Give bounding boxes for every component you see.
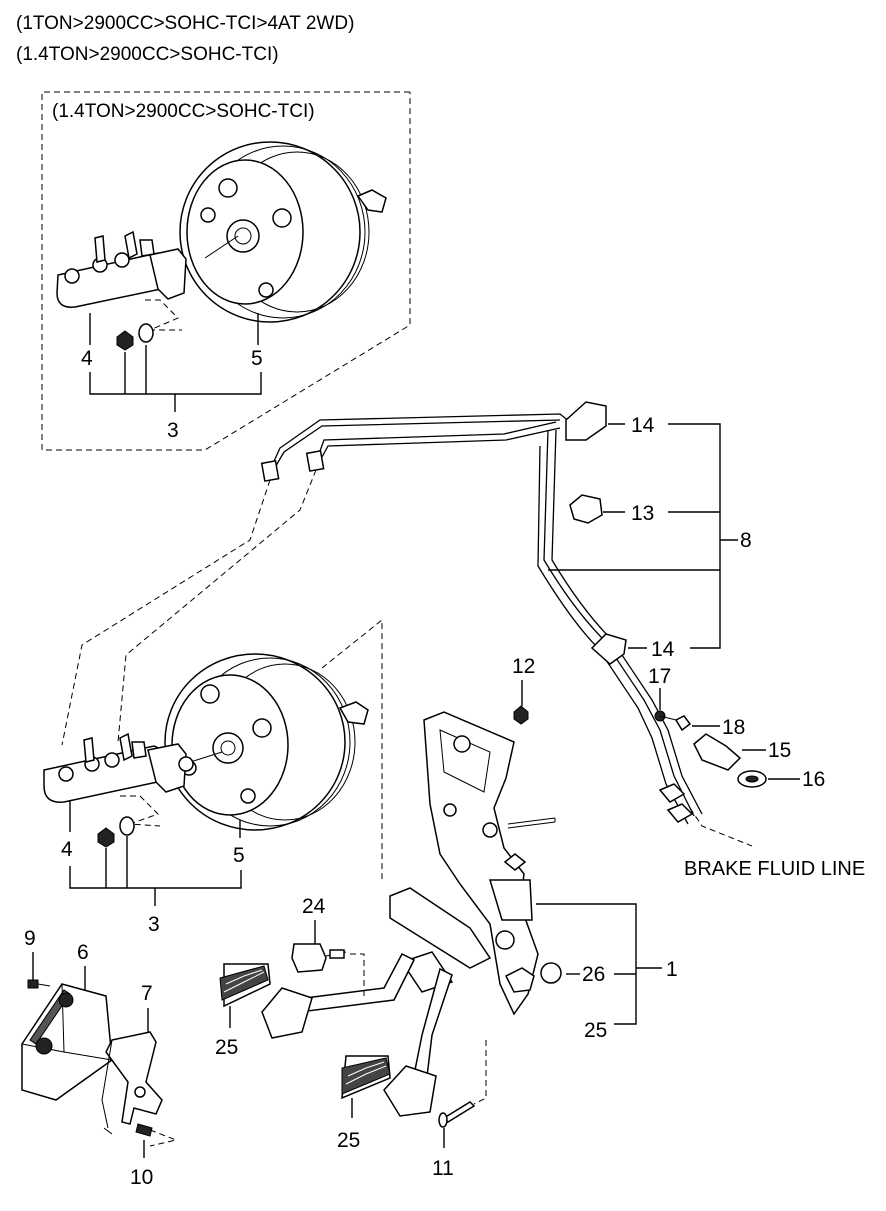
label-14-lower: 14 bbox=[651, 638, 675, 661]
label-26: 26 bbox=[582, 963, 605, 986]
pedal-assembly-group: 12 24 bbox=[215, 655, 678, 1180]
label-17: 17 bbox=[648, 665, 671, 688]
main-label-5: 5 bbox=[233, 844, 245, 867]
label-14-upper: 14 bbox=[631, 414, 655, 437]
label-7: 7 bbox=[141, 982, 153, 1005]
label-16: 16 bbox=[802, 768, 825, 791]
inset-nut bbox=[116, 330, 134, 351]
inset-master-cylinder bbox=[56, 230, 187, 331]
clutch-pedal-pad bbox=[261, 987, 313, 1039]
accelerator-pedal bbox=[21, 983, 113, 1101]
inset-washer bbox=[138, 323, 154, 343]
nut-12 bbox=[513, 705, 529, 725]
inset-label-4: 4 bbox=[81, 347, 93, 370]
pedal-pad-rubber-left bbox=[219, 963, 271, 1008]
inset-label-3: 3 bbox=[167, 419, 179, 442]
inset-group: (1.4TON>2900CC>SOHC-TCI) bbox=[41, 91, 411, 451]
label-1: 1 bbox=[666, 958, 678, 981]
label-15: 15 bbox=[768, 739, 791, 762]
label-6: 6 bbox=[77, 941, 89, 964]
label-25-bottom: 25 bbox=[337, 1129, 360, 1152]
pedal-pad-rubber-bottom bbox=[341, 1055, 391, 1100]
inset-booster bbox=[179, 141, 387, 323]
label-8: 8 bbox=[740, 529, 752, 552]
main-label-3: 3 bbox=[148, 913, 160, 936]
main-master-cylinder bbox=[43, 732, 223, 827]
label-11: 11 bbox=[432, 1157, 454, 1180]
main-nut bbox=[97, 827, 115, 848]
bolt-11 bbox=[442, 1101, 476, 1123]
clip-mid bbox=[569, 494, 603, 524]
label-24: 24 bbox=[302, 895, 326, 918]
accelerator-bracket bbox=[101, 1031, 163, 1135]
header-line-2: (1.4TON>2900CC>SOHC-TCI) bbox=[16, 44, 279, 65]
accelerator-group: 9 6 7 10 bbox=[21, 927, 178, 1189]
label-10: 10 bbox=[130, 1166, 153, 1189]
screw-10 bbox=[135, 1123, 153, 1137]
main-booster-group: 4 5 3 bbox=[43, 653, 369, 936]
inset-label-5: 5 bbox=[251, 347, 263, 370]
inset-title: (1.4TON>2900CC>SOHC-TCI) bbox=[52, 101, 315, 122]
bracket-15 bbox=[693, 733, 742, 771]
clip-upper bbox=[565, 401, 607, 441]
brake-pedal-pad bbox=[383, 1065, 437, 1117]
pedal-bracket bbox=[389, 711, 556, 1016]
label-12: 12 bbox=[512, 655, 535, 678]
main-label-4: 4 bbox=[61, 838, 73, 861]
brake-line-group: BRAKE FLUID LINE 14 13 14 8 bbox=[260, 401, 865, 880]
fittings-group: 17 18 15 16 bbox=[648, 665, 825, 791]
stopper-26 bbox=[540, 962, 562, 984]
screw-9 bbox=[27, 979, 39, 989]
header-line-1: (1TON>2900CC>SOHC-TCI>4AT 2WD) bbox=[16, 13, 355, 34]
brake-fluid-line-text: BRAKE FLUID LINE bbox=[684, 858, 865, 880]
main-booster bbox=[164, 653, 369, 831]
label-13: 13 bbox=[631, 502, 654, 525]
main-washer bbox=[119, 816, 135, 836]
switch-24 bbox=[291, 943, 327, 973]
clip-lower bbox=[590, 633, 627, 665]
label-25-right: 25 bbox=[584, 1019, 607, 1042]
label-9: 9 bbox=[24, 927, 36, 950]
label-25-left: 25 bbox=[215, 1036, 238, 1059]
label-18: 18 bbox=[722, 716, 745, 739]
